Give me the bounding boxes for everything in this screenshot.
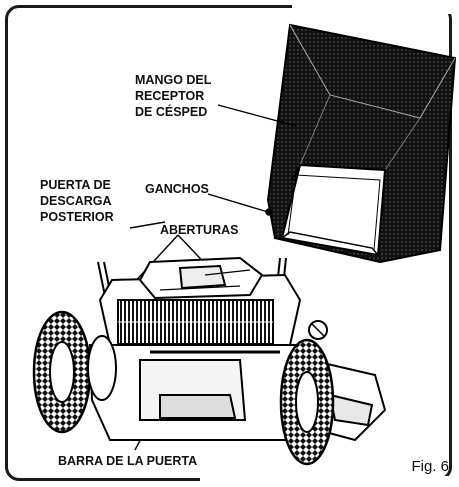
mower-body (88, 256, 387, 442)
label-rear-discharge-door: PUERTA DE DESCARGA POSTERIOR (40, 178, 114, 224)
label-hooks: GANCHOS (145, 182, 209, 196)
frame-break-bottom (200, 476, 459, 487)
left-wheel (32, 310, 92, 434)
figure-number: Fig. 6 (411, 458, 449, 475)
label-openings: ABERTURAS (160, 223, 239, 237)
left-rear-wheel (87, 335, 117, 401)
frame-break-top (292, 0, 459, 14)
label-door-bar: BARRA DE LA PUERTA (58, 454, 198, 468)
grass-catcher (266, 23, 457, 264)
right-wheel (279, 338, 335, 466)
label-handle: MANGO DEL RECEPTOR DE CÉSPED (135, 73, 212, 119)
